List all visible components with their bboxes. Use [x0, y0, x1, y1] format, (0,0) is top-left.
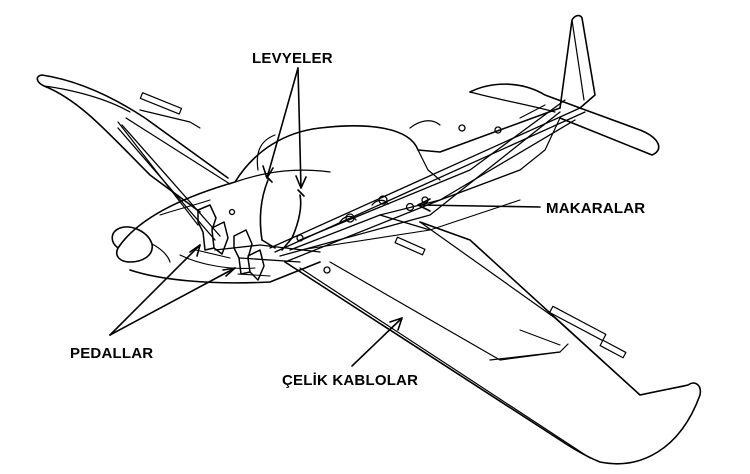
label-pedallar: PEDALLAR — [70, 345, 154, 362]
tail-assembly — [469, 14, 660, 171]
label-makaralar: MAKARALAR — [546, 200, 646, 217]
rudder-pedals — [195, 204, 271, 281]
leader-lines — [109, 67, 541, 367]
propeller-spinner — [111, 226, 171, 263]
control-sticks — [259, 175, 305, 251]
right-wing — [284, 221, 702, 465]
label-levyeler: LEVYELER — [252, 50, 333, 67]
pulleys — [228, 124, 502, 274]
steel-cables — [117, 99, 586, 263]
label-celik-kablolar: ÇELİK KABLOLAR — [282, 372, 419, 389]
left-wing — [36, 74, 231, 226]
